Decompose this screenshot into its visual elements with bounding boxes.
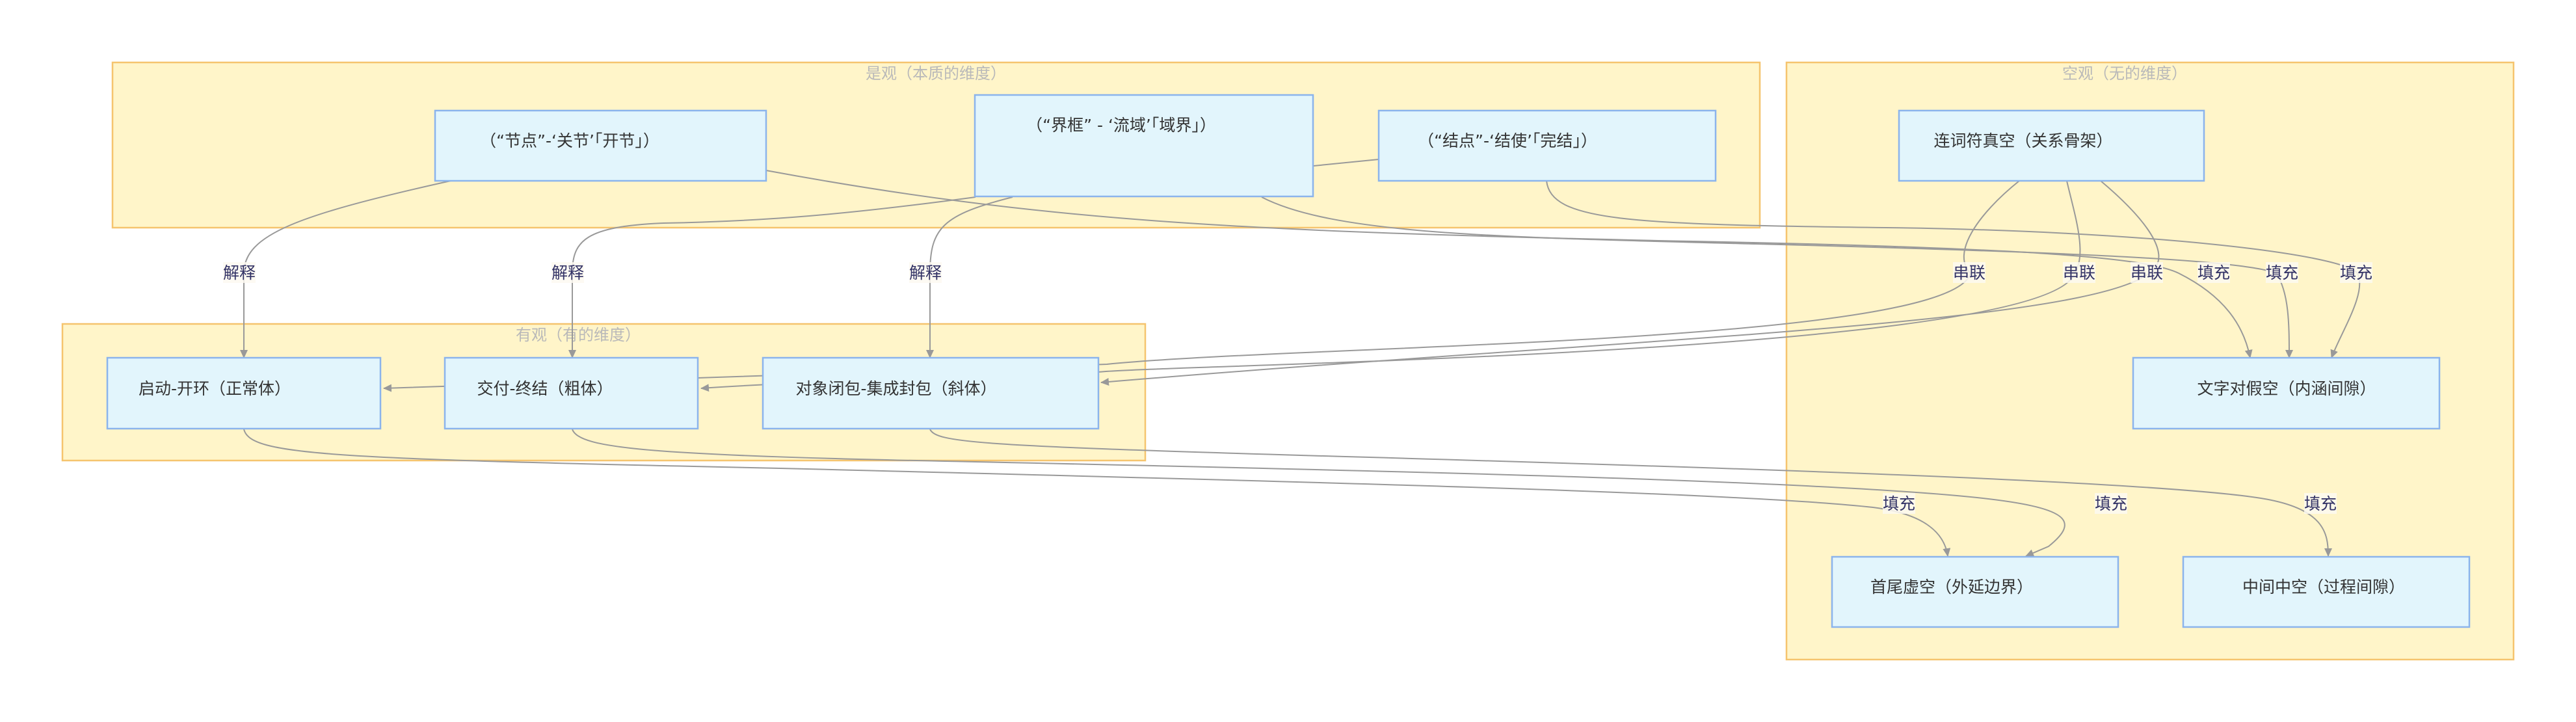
node-lianci: 连词符真空（关系骨架） xyxy=(1898,109,2205,182)
node-jiekuang: （“界框” - ‘流域’「域界」） xyxy=(974,94,1314,198)
node-jieguo-label: （“结点”-‘结使’「完结」） xyxy=(1418,131,1597,150)
node-shouwei-label: 首尾虚空（外延边界） xyxy=(1870,578,2033,596)
edge-jiekuang-to-jiaofu xyxy=(568,196,976,358)
edge-lianci-to-duixiang xyxy=(1100,180,2160,386)
node-shouwei: 首尾虚空（外延边界） xyxy=(1831,555,2119,628)
node-jiedian: （“节点”-‘关节’「开节」） xyxy=(434,109,767,182)
edge-label-explain-1: 解释 xyxy=(223,263,256,282)
node-duixiang: 对象闭包-集成封包（斜体） xyxy=(762,356,1100,430)
edge-qidong-to-shouwei xyxy=(243,429,1951,557)
edge-label-fill-6: 填充 xyxy=(2304,494,2337,513)
edge-label-series-3: 串联 xyxy=(2131,263,2163,282)
node-jiedian-label: （“节点”-‘关节’「开节」） xyxy=(480,131,659,150)
node-jiekuang-label: （“界框” - ‘流域’「域界」） xyxy=(1026,116,1216,135)
node-wenzi: 文字对假空（内涵间隙） xyxy=(2132,356,2441,430)
cluster-youguan-title: 有观（有的维度） xyxy=(516,326,641,344)
node-lianci-label: 连词符真空（关系骨架） xyxy=(1933,131,2112,150)
node-qidong-label: 启动-开环（正常体） xyxy=(139,379,291,398)
edge-label-fill-5: 填充 xyxy=(2095,494,2127,513)
nodes: （“节点”-‘关节’「开节」） （“界框” - ‘流域’「域界」） （“结点”-… xyxy=(106,94,2471,628)
cluster-shiguan-title: 是观（本质的维度） xyxy=(866,64,1006,83)
edge-duixiang-to-zhongjian xyxy=(929,429,2332,557)
node-qidong: 启动-开环（正常体） xyxy=(106,356,382,430)
edge-label-fill-4: 填充 xyxy=(1883,494,1915,513)
edge-jieguo-to-wenzi xyxy=(1546,180,2361,358)
edge-label-series-2: 串联 xyxy=(2063,263,2095,282)
edge-labels: 解释 解释 解释 串联 串联 串联 填充 填充 填充 填充 填充 填充 xyxy=(223,262,2372,514)
edge-label-fill-3: 填充 xyxy=(2340,263,2372,282)
edge-jieguo-to-jiekuang xyxy=(1313,159,1379,167)
edge-label-series-1: 串联 xyxy=(1953,263,1985,282)
edge-label-fill-2: 填充 xyxy=(2266,263,2298,282)
edge-label-fill-1: 填充 xyxy=(2198,263,2230,282)
edge-label-explain-2: 解释 xyxy=(551,263,584,282)
node-zhongjian: 中间中空（过程间隙） xyxy=(2182,555,2471,628)
node-duixiang-label: 对象闭包-集成封包（斜体） xyxy=(795,379,996,398)
node-jiaofu-label: 交付-终结（粗体） xyxy=(477,379,613,398)
edge-jiaofu-to-shouwei xyxy=(572,429,2065,557)
cluster-kongguan-title: 空观（无的维度） xyxy=(2062,64,2187,83)
node-zhongjian-label: 中间中空（过程间隙） xyxy=(2242,578,2405,596)
node-jiaofu: 交付-终结（粗体） xyxy=(444,356,699,430)
node-wenzi-label: 文字对假空（内涵间隙） xyxy=(2197,379,2376,398)
edge-label-explain-3: 解释 xyxy=(909,263,942,282)
edge-jiedian-to-wenzi xyxy=(765,170,2253,358)
node-jieguo: （“结点”-‘结使’「完结」） xyxy=(1377,109,1717,182)
